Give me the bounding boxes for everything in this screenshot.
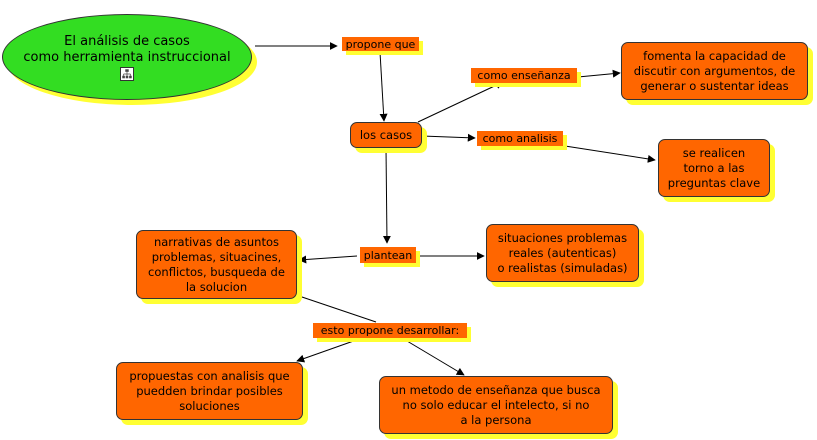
link-esto-propone[interactable]: esto propone desarrollar:: [313, 323, 467, 338]
concept-situaciones-text: situaciones problemas reales (autenticas…: [497, 230, 628, 275]
edge-casos-analisis: [421, 133, 476, 142]
edge-propone-casos: [379, 51, 388, 122]
concept-situaciones[interactable]: situaciones problemas reales (autenticas…: [486, 224, 639, 282]
concept-fomenta-text: fomenta la capacidad de discutir con arg…: [633, 48, 796, 93]
edge-esto-metodo: [401, 337, 465, 376]
concept-los-casos[interactable]: los casos: [350, 122, 422, 148]
link-esto-propone-text: esto propone desarrollar:: [320, 324, 460, 337]
concept-propuestas-text: propuestas con analisis que puedden brin…: [129, 368, 290, 413]
link-propone-que[interactable]: propone que: [342, 37, 419, 51]
link-como-analisis-text: como analisis: [482, 132, 558, 145]
edge-plantean-narrativas: [298, 255, 358, 264]
link-plantean-text: plantean: [363, 248, 413, 262]
concept-metodo[interactable]: un metodo de enseñanza que busca no solo…: [379, 376, 613, 434]
concept-se-realicen[interactable]: se realicen torno a las preguntas clave: [658, 139, 770, 197]
link-propone-que-text: propone que: [345, 37, 416, 51]
concept-map-icon[interactable]: [120, 66, 134, 81]
concept-se-realicen-text: se realicen torno a las preguntas clave: [667, 145, 761, 190]
root-concept[interactable]: El análisis de casos como herramienta in…: [2, 14, 252, 100]
link-plantean[interactable]: plantean: [360, 247, 416, 263]
edge-esto-propuestas: [296, 337, 363, 363]
concept-narrativas-text: narrativas de asuntos problemas, situaci…: [148, 234, 285, 294]
edge-casos-ensenanza: [417, 81, 504, 123]
concept-metodo-text: un metodo de enseñanza que busca no solo…: [391, 382, 601, 427]
edge-analisis-realicen: [564, 145, 656, 163]
link-como-analisis[interactable]: como analisis: [477, 131, 563, 146]
link-como-ensenanza-text: como enseñanza: [477, 69, 571, 82]
edge-casos-plantean: [382, 147, 391, 244]
concept-fomenta[interactable]: fomenta la capacidad de discutir con arg…: [621, 42, 808, 100]
edge-narrativas-esto: [298, 295, 377, 323]
concept-narrativas[interactable]: narrativas de asuntos problemas, situaci…: [136, 230, 297, 299]
concept-los-casos-text: los casos: [359, 127, 413, 142]
concept-propuestas[interactable]: propuestas con analisis que puedden brin…: [116, 362, 303, 420]
root-concept-text: El análisis de casos como herramienta in…: [23, 33, 231, 65]
edge-ensenanza-fomenta: [577, 69, 621, 78]
link-como-ensenanza[interactable]: como enseñanza: [471, 68, 577, 83]
